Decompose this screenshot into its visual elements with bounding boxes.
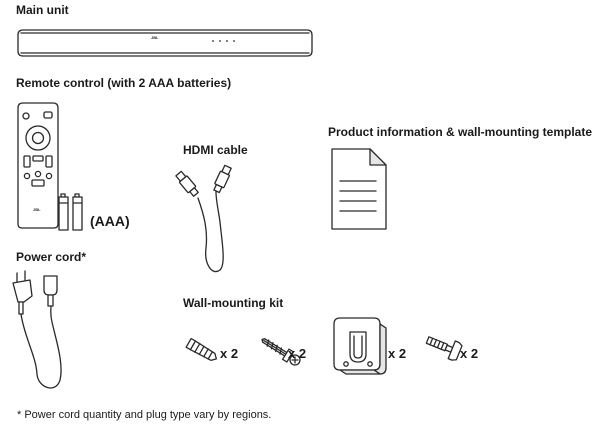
hdmi-cable-label: HDMI cable bbox=[183, 143, 248, 157]
footnote: * Power cord quantity and plug type vary… bbox=[17, 409, 272, 421]
soundbar-logo: JBL bbox=[151, 35, 159, 40]
hdmi-cable-icon bbox=[175, 164, 232, 273]
remote-label: Remote control (with 2 AAA batteries) bbox=[16, 76, 232, 90]
product-info-label: Product information & wall-mounting temp… bbox=[328, 125, 592, 139]
power-cord-label: Power cord* bbox=[16, 250, 87, 264]
bracket-screw-icon bbox=[425, 336, 463, 361]
screw-icon bbox=[261, 338, 301, 366]
document-icon bbox=[331, 148, 387, 230]
bracket-qty: x 2 bbox=[388, 346, 407, 361]
remote-logo: JBL bbox=[33, 207, 41, 212]
screw-qty: x 2 bbox=[288, 346, 307, 361]
wall-anchor-icon bbox=[185, 337, 218, 361]
remote-control-icon: JBL bbox=[17, 102, 59, 229]
soundbar-icon: JBL bbox=[17, 29, 313, 57]
bracket-screw-qty: x 2 bbox=[460, 346, 479, 361]
battery-type-label: (AAA) bbox=[90, 213, 130, 229]
wall-kit-label: Wall-mounting kit bbox=[183, 296, 284, 310]
main-unit-label: Main unit bbox=[16, 3, 69, 17]
mounting-bracket-icon bbox=[333, 317, 387, 375]
aaa-batteries-icon bbox=[58, 193, 83, 231]
wall-anchor-qty: x 2 bbox=[220, 346, 239, 361]
power-cord-icon bbox=[12, 270, 62, 389]
